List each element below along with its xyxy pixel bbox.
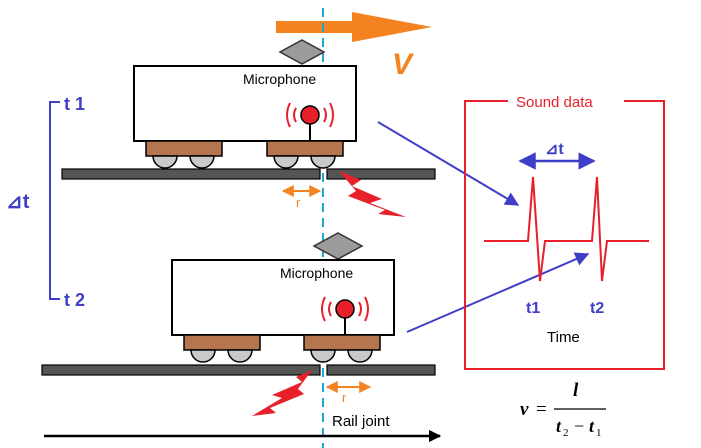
microphone-icon-bottom xyxy=(321,296,369,335)
impact-spark-bottom xyxy=(252,370,312,416)
velocity-arrow xyxy=(276,12,432,42)
train-car-top xyxy=(133,65,357,142)
rail-top xyxy=(61,168,436,180)
microphone-label-bottom: Microphone xyxy=(280,265,353,281)
sound-data-frame xyxy=(464,100,665,370)
rail-bottom xyxy=(41,364,436,376)
plot-t2-label: t2 xyxy=(590,300,604,317)
impact-spark-top xyxy=(339,171,406,217)
sensor-diamond-top xyxy=(278,39,326,65)
connector-arrow-bottom xyxy=(406,252,590,333)
bogie-top-left xyxy=(145,140,223,169)
delta-t-left-label: ⊿t xyxy=(6,191,30,213)
t1-label: t 1 xyxy=(64,94,85,114)
gap-label-top: r xyxy=(296,195,301,210)
plot-t1-label: t1 xyxy=(526,300,540,317)
plot-delta-t-label: ⊿t xyxy=(545,141,564,158)
bogie-top-right xyxy=(266,140,344,169)
bogie-bottom-left xyxy=(183,334,261,363)
bogie-bottom-right xyxy=(303,334,381,363)
formula-equals: = xyxy=(536,399,547,420)
microphone-label-top: Microphone xyxy=(243,71,316,87)
formula-lhs: v xyxy=(520,399,529,420)
train-car-bottom xyxy=(171,259,395,336)
connector-arrow-top xyxy=(377,121,520,206)
t2-label: t 2 xyxy=(64,290,85,310)
gap-label-bottom: r xyxy=(342,390,347,405)
time-axis-label: Time xyxy=(547,329,580,346)
sensor-diamond-bottom xyxy=(312,232,364,260)
sound-data-title: Sound data xyxy=(516,94,593,111)
formula-den-t2: t xyxy=(556,416,562,436)
microphone-icon-top xyxy=(286,102,334,141)
formula-den-t1-sub: 1 xyxy=(596,427,602,439)
sound-waveform xyxy=(484,176,649,282)
velocity-label: V xyxy=(392,48,415,81)
formula-den-t2-sub: 2 xyxy=(563,427,569,439)
formula-minus: − xyxy=(574,416,584,436)
formula-numerator: l xyxy=(573,380,579,401)
time-bracket xyxy=(49,101,60,300)
velocity-formula: v = l t 2 − t 1 xyxy=(520,380,606,439)
rail-joint-label: Rail joint xyxy=(332,413,390,430)
formula-den-t1: t xyxy=(589,416,595,436)
